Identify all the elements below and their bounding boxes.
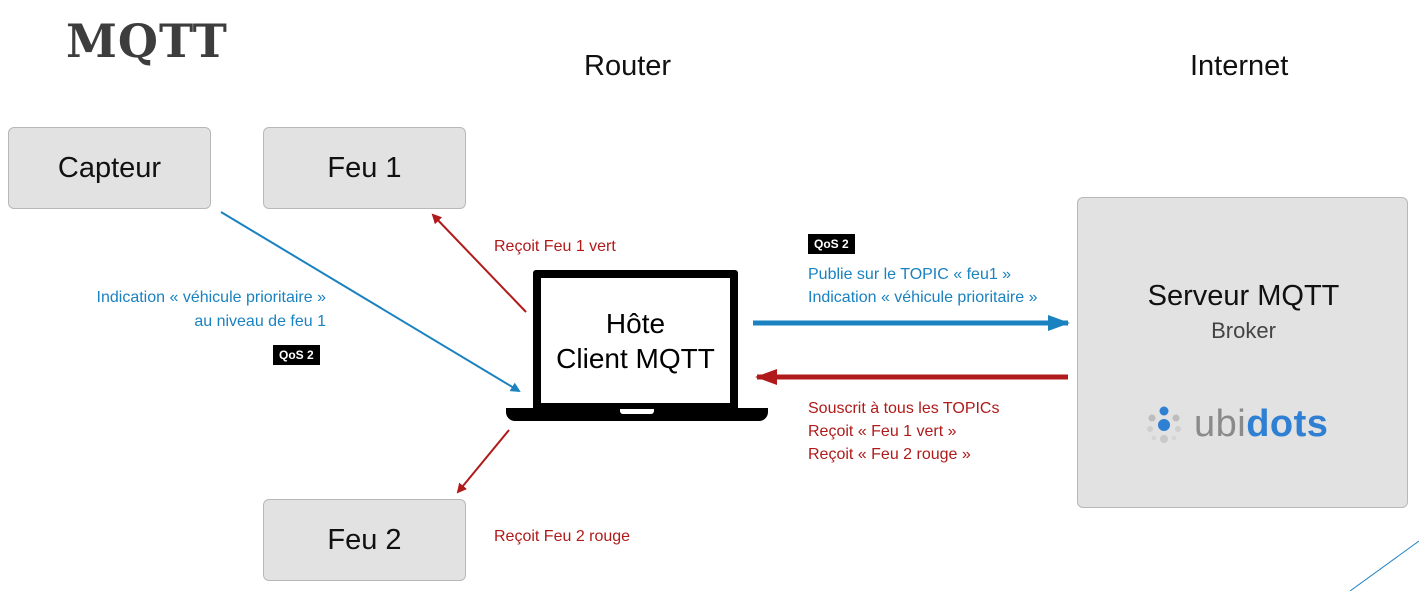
decorative-corner-line <box>1349 540 1419 591</box>
host-label-line2: Client MQTT <box>556 342 715 374</box>
host-label-line1: Hôte <box>605 307 666 339</box>
arrow-capteur-to-host <box>220 211 521 393</box>
feu1-node: Feu 1 <box>263 127 466 209</box>
subscribe-message-line3: Reçoit « Feu 2 rouge » <box>808 446 971 463</box>
subscribe-message-line1: Souscrit à tous les TOPICs <box>808 400 1000 417</box>
logo-text-dots: dots <box>1246 403 1329 445</box>
ubidots-logo: ubidots <box>1144 403 1328 446</box>
section-internet-label: Internet <box>1190 50 1289 82</box>
laptop-notch <box>620 409 654 414</box>
server-title: Serveur MQTT <box>1147 280 1340 312</box>
feu2-receive-label: Reçoit Feu 2 rouge <box>494 528 631 545</box>
laptop-base <box>506 408 768 421</box>
feu1-label: Feu 1 <box>327 151 402 184</box>
ubidots-dots-icon <box>1147 406 1181 443</box>
capteur-node: Capteur <box>8 127 211 209</box>
subscribe-message-line2: Reçoit « Feu 1 vert » <box>808 423 957 440</box>
feu1-receive-label: Reçoit Feu 1 vert <box>494 238 616 255</box>
qos-badge-publish: QoS 2 <box>808 234 855 254</box>
logo-text-ubi: ubi <box>1194 403 1247 445</box>
arrow-host-to-feu1 <box>431 213 527 313</box>
capteur-label: Capteur <box>57 151 162 184</box>
host-laptop-icon: Hôte Client MQTT <box>533 270 738 411</box>
feu2-label: Feu 2 <box>327 523 402 556</box>
publish-message-line2: Indication « véhicule prioritaire » <box>808 289 1038 306</box>
diagram-title: MQTT <box>66 14 228 68</box>
capteur-message-line1: Indication « véhicule prioritaire » <box>96 289 326 306</box>
section-router-label: Router <box>584 50 672 82</box>
capteur-message-line2: au niveau de feu 1 <box>194 313 326 330</box>
publish-message-line1: Publie sur le TOPIC « feu1 » <box>808 266 1012 283</box>
arrow-host-to-feu2 <box>456 429 510 494</box>
server-subtitle: Broker <box>1211 318 1276 343</box>
feu2-node: Feu 2 <box>263 499 466 581</box>
qos-badge-capteur: QoS 2 <box>273 345 320 365</box>
mqtt-server-node: Serveur MQTT Broker ubidots <box>1077 197 1408 508</box>
